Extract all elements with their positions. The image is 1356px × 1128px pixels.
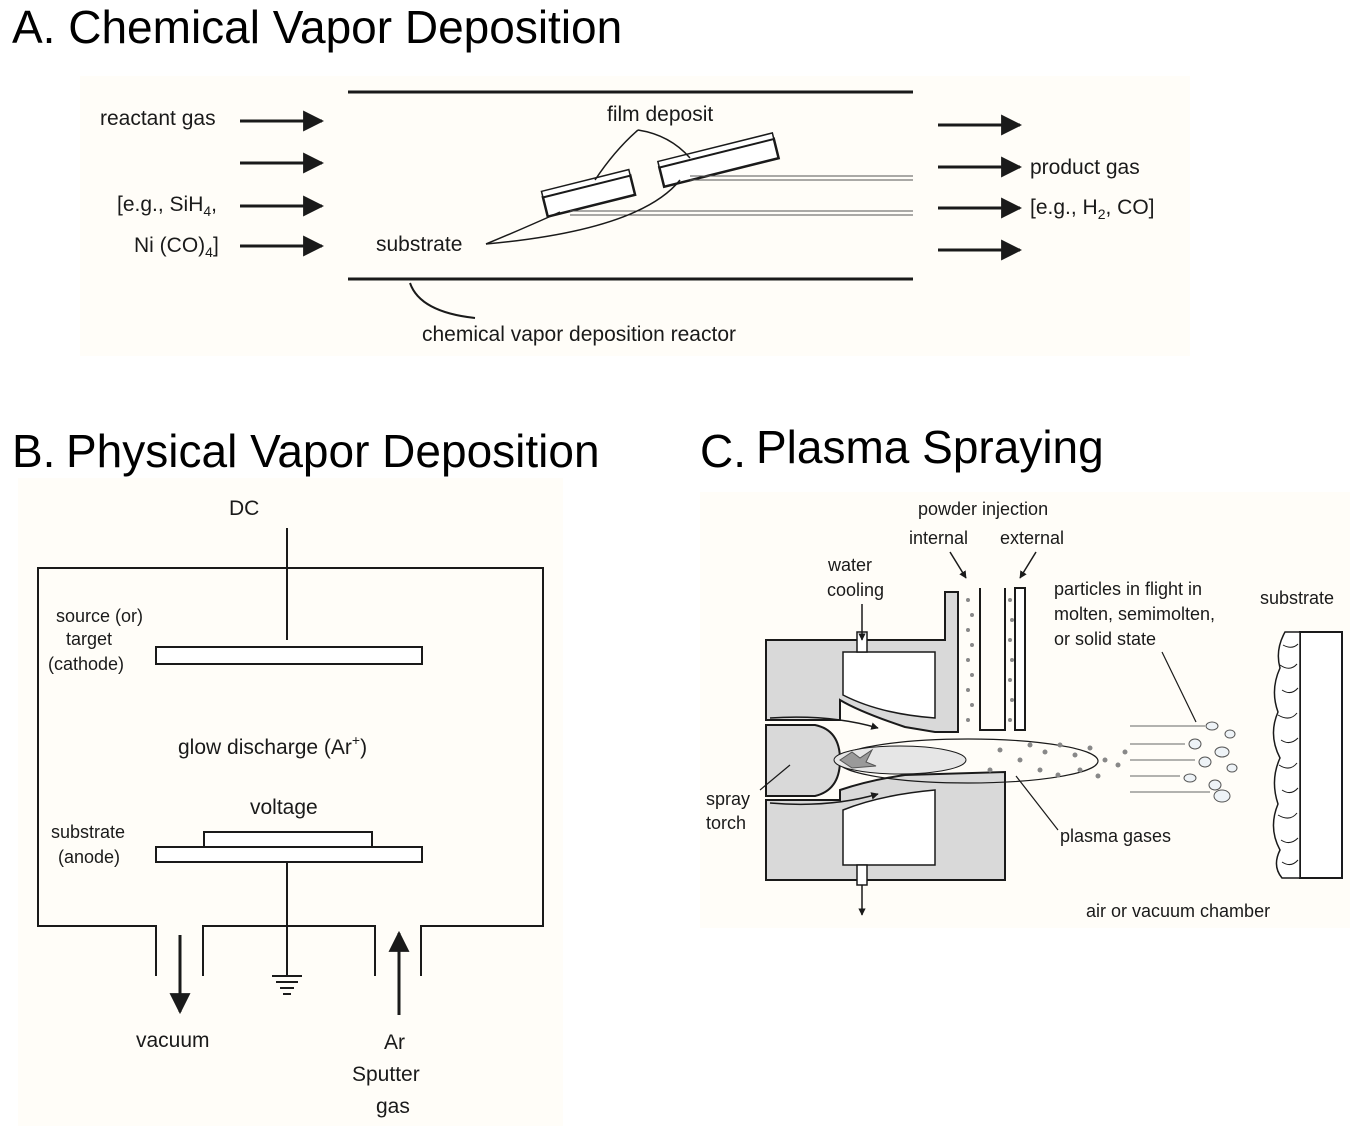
- gas-flow-arrow: [769, 792, 879, 806]
- plasma-arc: [839, 748, 877, 769]
- water-channel-lower: [842, 789, 936, 866]
- voltage-label: voltage: [250, 796, 318, 819]
- pvd-panel-bg: [18, 478, 563, 1126]
- substrate-leader: [485, 211, 561, 245]
- spray-label: spray: [706, 789, 750, 809]
- internal-injection-tube: [979, 588, 1006, 731]
- title-plasma: Plasma Spraying: [756, 421, 1104, 473]
- pvd-diagram: DC source (or) target (cathode) glow dis…: [37, 497, 544, 1118]
- target-plate: [155, 646, 423, 665]
- plasma-substrate: [1299, 631, 1343, 879]
- reactor-leader: [409, 282, 476, 319]
- cvd-diagram: reactant gas [e.g., SiH4, Ni (CO)4] film…: [100, 90, 1155, 346]
- water-label: water: [827, 555, 872, 575]
- external-injection-tube: [1014, 587, 1026, 731]
- ar-label: Ar: [384, 1031, 405, 1054]
- sprayed-coating: [1272, 631, 1301, 879]
- substrate-leader: [485, 179, 681, 245]
- particles-leader: [1161, 651, 1197, 723]
- gas-label: gas: [376, 1095, 410, 1118]
- pvd-vacuum-port-wall: [202, 925, 376, 976]
- particles-line3: or solid state: [1054, 629, 1156, 649]
- substrate-plate-right: [656, 132, 781, 189]
- target-label: target: [66, 629, 112, 649]
- substrate-pvd-label: substrate: [51, 822, 125, 842]
- torch-cathode: [765, 724, 842, 797]
- title-cvd: A. Chemical Vapor Deposition: [12, 1, 623, 53]
- eg-reactant-label: [e.g., SiH4,: [117, 193, 217, 219]
- chamber-label: air or vacuum chamber: [1086, 901, 1270, 921]
- ni-co-label: Ni (CO)4]: [134, 234, 219, 260]
- particles-line2: molten, semimolten,: [1054, 604, 1215, 624]
- glow-discharge-label: glow discharge (Ar+): [178, 732, 367, 759]
- water-outlet-pipe: [856, 864, 868, 886]
- coating-splats: [1277, 643, 1299, 866]
- torch-label: torch: [706, 813, 746, 833]
- sputter-label: Sputter: [352, 1063, 420, 1086]
- plasma-diagram: powder injection internal external water…: [706, 499, 1343, 921]
- pvd-chamber: [37, 567, 544, 976]
- plasma-substrate-label: substrate: [1260, 588, 1334, 608]
- ground-icon: [272, 975, 302, 995]
- eg-product-label: [e.g., H2, CO]: [1030, 196, 1155, 222]
- vacuum-label: vacuum: [136, 1029, 210, 1052]
- internal-arrow: [949, 551, 967, 579]
- external-label: external: [1000, 528, 1064, 548]
- title-plasma-letter: C.: [700, 425, 746, 477]
- product-gas-label: product gas: [1030, 156, 1140, 179]
- anode-plate: [155, 846, 423, 863]
- cooling-label: cooling: [827, 580, 884, 600]
- title-pvd: Physical Vapor Deposition: [66, 425, 600, 477]
- title-pvd-letter: B.: [12, 425, 56, 477]
- film-deposit-label: film deposit: [607, 103, 713, 126]
- anode-label: (anode): [58, 847, 120, 867]
- particles-in-flight: [1130, 725, 1210, 793]
- particles-line1: particles in flight in: [1054, 579, 1202, 599]
- plasma-gases-leader: [1015, 775, 1059, 831]
- plasma-gases-label: plasma gases: [1060, 826, 1171, 846]
- reactant-gas-label: reactant gas: [100, 107, 216, 130]
- substrate-plate-left: [540, 168, 637, 219]
- powder-injection-label: powder injection: [918, 499, 1048, 519]
- water-channel-upper: [842, 651, 936, 719]
- molten-droplets: [1183, 721, 1238, 803]
- film-deposit-leader: [637, 129, 691, 159]
- cathode-label: (cathode): [48, 654, 124, 674]
- spray-torch-leader: [759, 764, 791, 791]
- substrate-layer: [203, 831, 373, 848]
- powder-particles: [966, 598, 1128, 779]
- reactor-label: chemical vapor deposition reactor: [422, 323, 736, 346]
- internal-label: internal: [909, 528, 968, 548]
- gas-flow-arrow: [769, 716, 879, 730]
- source-label: source (or): [56, 606, 143, 626]
- dc-label: DC: [229, 497, 259, 520]
- substrate-label: substrate: [376, 233, 462, 256]
- film-deposit-leader: [594, 129, 639, 181]
- external-arrow: [1019, 551, 1037, 579]
